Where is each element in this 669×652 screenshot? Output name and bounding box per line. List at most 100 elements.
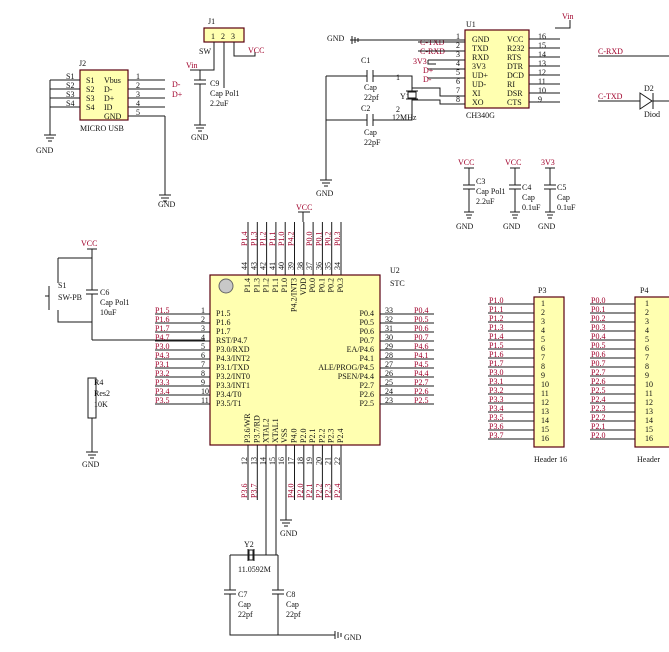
u2-right-pin-number: 32 <box>385 315 393 324</box>
j2-pin-name: D- <box>104 85 113 94</box>
j1-pin1: 1 <box>211 32 215 41</box>
u2-left-pin-name: P1.6 <box>216 318 230 327</box>
u2-left-pin-number: 8 <box>201 369 205 378</box>
p3-pin-number: 3 <box>541 317 545 326</box>
p4-net-label: P2.2 <box>591 413 605 422</box>
u2-top-net-label: P0.0 <box>305 232 314 246</box>
u2-vcc-wire <box>298 211 310 222</box>
u2-left-pin-name: P3.4/T0 <box>216 390 242 399</box>
u2-right-pin-name: P4.1 <box>360 354 374 363</box>
vcc-label-u2: VCC <box>296 203 312 212</box>
vin-label-j1: Vin <box>186 61 198 70</box>
u1-right-pin-number: 14 <box>538 50 546 59</box>
p3-net-label: P1.7 <box>489 359 503 368</box>
u2-left-pin-number: 3 <box>201 324 205 333</box>
u2-left-pin-number: 1 <box>201 306 205 315</box>
u2-right-pin-name: P2.7 <box>360 381 374 390</box>
p4-net-label: P2.7 <box>591 368 605 377</box>
u2-bottom-pin-name: P3.6/WR <box>243 413 252 443</box>
net-label-dplus: D+ <box>172 90 183 99</box>
j1-ref: J1 <box>208 17 215 26</box>
u1-left-pin-number: 6 <box>456 77 460 86</box>
c1-val: 22pf <box>364 93 379 102</box>
u1-left-pin-name: GND <box>472 35 490 44</box>
u2-top-pin-name: P1.0 <box>280 278 289 292</box>
gnd-label-c5: GND <box>538 222 556 231</box>
u2-left-pin-number: 5 <box>201 342 205 351</box>
c5-ref: C5 <box>557 183 566 192</box>
u2-bottom-net-label: P4.0 <box>287 484 296 498</box>
u2-bottom-pin-number: 18 <box>296 457 305 465</box>
u2-top-pin-name: P0.1 <box>317 278 326 292</box>
p3-net-label: P3.7 <box>489 431 503 440</box>
u2-top-pin-name: P1.3 <box>252 278 261 292</box>
u2-top-net-label: P1.1 <box>268 232 277 246</box>
u2-right-pin-name: P0.5 <box>360 318 374 327</box>
u2-bottom-pin-number: 19 <box>305 457 314 465</box>
p3-pin-number: 11 <box>541 389 549 398</box>
j2-gnd-wire <box>159 116 171 202</box>
u2-top-pin-number: 42 <box>259 262 268 270</box>
j1-pin2: 2 <box>221 32 225 41</box>
u2-right-pin-number: 30 <box>385 333 393 342</box>
j1-pin3: 3 <box>231 32 235 41</box>
u2-right-pin-name: PSEN/P4.4 <box>338 372 374 381</box>
p4-net-label: P2.0 <box>591 431 605 440</box>
y1-pin1: 1 <box>396 73 400 82</box>
u2-top-pin-number: 35 <box>324 262 333 270</box>
header-p4 <box>634 296 669 448</box>
j2-pin-number: 5 <box>136 108 140 117</box>
u2-top-pin-number: 40 <box>277 262 286 270</box>
u2-left-pin-number: 4 <box>201 333 205 342</box>
u2-right-net-label: P0.5 <box>414 315 428 324</box>
u2-top-pin-number: 38 <box>296 262 305 270</box>
u1-right-pin-name: RI <box>507 80 515 89</box>
p4-net-label: P0.5 <box>591 341 605 350</box>
u2-bottom-pin-name: P3.7/RD <box>252 415 261 443</box>
j2-shield-label: S1 <box>66 72 74 81</box>
u2-right-pin-number: 26 <box>385 369 393 378</box>
p3-pin-number: 13 <box>541 407 549 416</box>
u2-bottom-net-label: P2.0 <box>296 484 305 498</box>
p3-pins: 1P1.02P1.13P1.24P1.35P1.46P1.57P1.68P1.7… <box>488 296 549 443</box>
j2-pin-name: GND <box>104 112 122 121</box>
u2-right-pin-name: P0.6 <box>360 327 374 336</box>
u2-right-net-label: P4.4 <box>414 369 428 378</box>
p4-net-label: P0.2 <box>591 314 605 323</box>
u2-top-pin-name: P1.1 <box>271 278 280 292</box>
c3-type: Cap Pol1 <box>476 187 506 196</box>
y1-pin2: 2 <box>396 105 400 114</box>
u2-left-pin-name: P1.7 <box>216 327 230 336</box>
u2-left-pin-number: 6 <box>201 351 205 360</box>
u2-right-net-label: P4.6 <box>414 342 428 351</box>
j2-ref-label: J2 <box>79 59 86 68</box>
j2-shield-label: S3 <box>66 90 74 99</box>
vcc-label-j1: VCC <box>248 46 264 55</box>
u2-bottom-net-label: P3.6 <box>240 484 249 498</box>
p3-pin-number: 8 <box>541 362 545 371</box>
u2-left-net-label: P3.4 <box>155 387 169 396</box>
u2-right-pin-number: 24 <box>385 387 393 396</box>
p3-pin-number: 1 <box>541 299 545 308</box>
c1-ref: C1 <box>361 56 370 65</box>
net-crxd-right: C-RXD <box>598 47 623 56</box>
u2-bottom-pin-name: XTAL2 <box>262 418 271 443</box>
j2-shield-label: S2 <box>66 81 74 90</box>
u2-right-net-label: P0.7 <box>414 333 428 342</box>
y2-ref: Y2 <box>244 540 254 549</box>
u2-top-pin-number: 39 <box>287 262 296 270</box>
u2-bottom-pin-name: XTAL1 <box>271 418 280 443</box>
gnd-label-j2: GND <box>36 146 54 155</box>
u2-bottom-pin-name: P2.1 <box>308 429 317 443</box>
u2-bottom-pin-number: 17 <box>287 457 296 465</box>
u1-right-pin-number: 16 <box>538 32 546 41</box>
u2-top-pin-number: 41 <box>268 262 277 270</box>
header-p3 <box>533 296 565 448</box>
u2-left-pin-name: P3.1/TXD <box>216 363 249 372</box>
y1-ref: Y1 <box>400 92 410 101</box>
p4-net-label: P2.3 <box>591 404 605 413</box>
u2-top-pin-name: P0.0 <box>308 278 317 292</box>
c4-type: Cap <box>522 193 535 202</box>
u2-left-net-label: P3.0 <box>155 342 169 351</box>
